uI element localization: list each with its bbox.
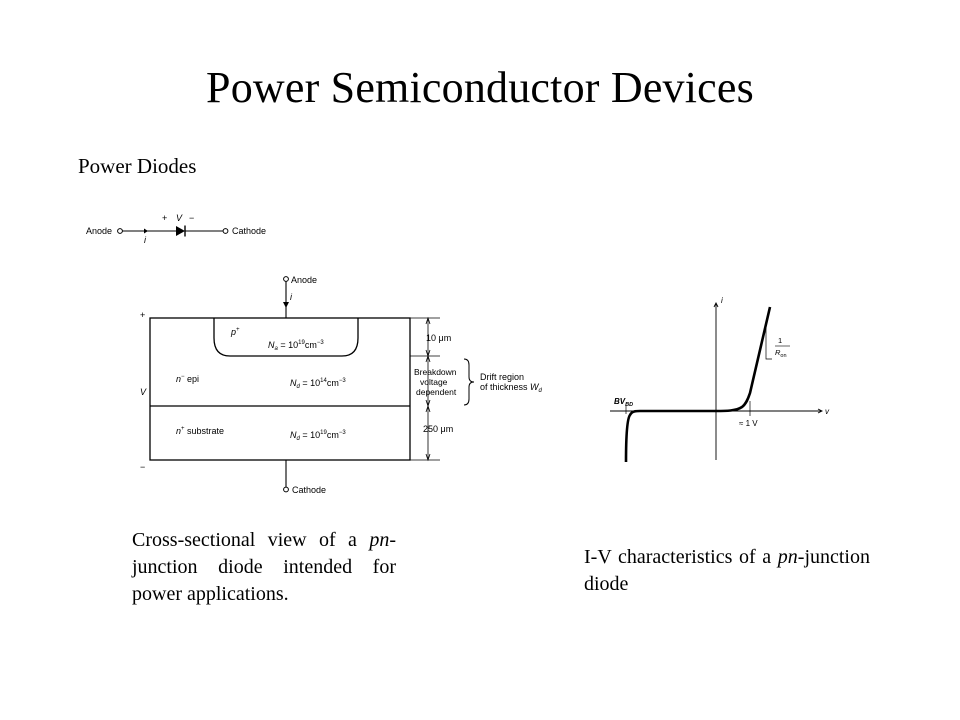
iv-caption: I-V characteristics of a pn-junction dio… bbox=[584, 546, 870, 595]
slope-numerator: 1 bbox=[778, 336, 782, 345]
diode-symbol: Anode Cathode + V − i bbox=[86, 213, 266, 245]
dim-substrate-thickness: 250 μm bbox=[423, 424, 453, 434]
dim-drift-line2: voltage bbox=[420, 377, 448, 387]
nd-drift-doping-label: Nd = 1014cm−3 bbox=[290, 378, 346, 390]
drift-brace bbox=[463, 358, 475, 406]
na-doping-label: Na = 1019cm−3 bbox=[268, 340, 324, 352]
iv-characteristic-chart: v i BVBD ≈ 1 V 1 Ron bbox=[610, 296, 830, 463]
symbol-cathode-label: Cathode bbox=[232, 226, 266, 236]
cs-current-arrow-icon bbox=[283, 302, 289, 308]
section-heading: Power Diodes bbox=[78, 154, 197, 178]
current-arrow-icon bbox=[144, 228, 148, 234]
symbol-plus: + bbox=[162, 213, 167, 223]
cs-anode-terminal bbox=[283, 276, 289, 282]
diode-triangle-icon bbox=[176, 226, 185, 236]
cross-section-diagram: Anode i p+ Na = 1019cm−3 n− epi Nd = 101… bbox=[140, 275, 543, 495]
nd-substrate-doping-label: Nd = 1019cm−3 bbox=[290, 430, 346, 442]
p-plus-well bbox=[213, 318, 359, 357]
symbol-current: i bbox=[144, 235, 147, 245]
cs-current: i bbox=[290, 292, 293, 302]
cs-cathode-terminal bbox=[283, 486, 289, 493]
anode-terminal bbox=[117, 228, 123, 234]
slope-triangle bbox=[765, 325, 772, 360]
cs-cathode-label: Cathode bbox=[292, 485, 326, 495]
cross-section-caption: Cross-sectional view of a pn-junction di… bbox=[132, 529, 396, 605]
dim-p-thickness: 10 μm bbox=[426, 333, 451, 343]
dim-drift-line1: Breakdown bbox=[414, 367, 457, 377]
slide-title: Power Semiconductor Devices bbox=[206, 63, 754, 112]
symbol-anode-label: Anode bbox=[86, 226, 112, 236]
svg-text:p+: p+ bbox=[230, 327, 240, 337]
symbol-minus: − bbox=[189, 213, 194, 223]
cs-plus: + bbox=[140, 310, 145, 320]
symbol-voltage: V bbox=[176, 213, 183, 223]
v-axis-label: v bbox=[825, 407, 830, 416]
drift-region-line1: Drift region bbox=[480, 372, 524, 382]
breakdown-voltage-label: BVBD bbox=[614, 397, 633, 408]
device-body bbox=[149, 317, 411, 461]
drift-region-line2: of thickness Wd bbox=[480, 382, 543, 394]
n-substrate-label: n+ substrate bbox=[176, 426, 224, 436]
cs-minus: − bbox=[140, 462, 145, 472]
cathode-terminal bbox=[222, 228, 229, 234]
slope-denominator: Ron bbox=[775, 348, 787, 359]
cs-voltage: V bbox=[140, 387, 147, 397]
n-epi-label: n− epi bbox=[176, 374, 199, 384]
dim-drift-line3: dependent bbox=[416, 387, 457, 397]
i-axis-label: i bbox=[721, 296, 723, 305]
cs-anode-label: Anode bbox=[291, 275, 317, 285]
knee-voltage-label: ≈ 1 V bbox=[739, 419, 758, 428]
iv-curve bbox=[624, 306, 772, 463]
